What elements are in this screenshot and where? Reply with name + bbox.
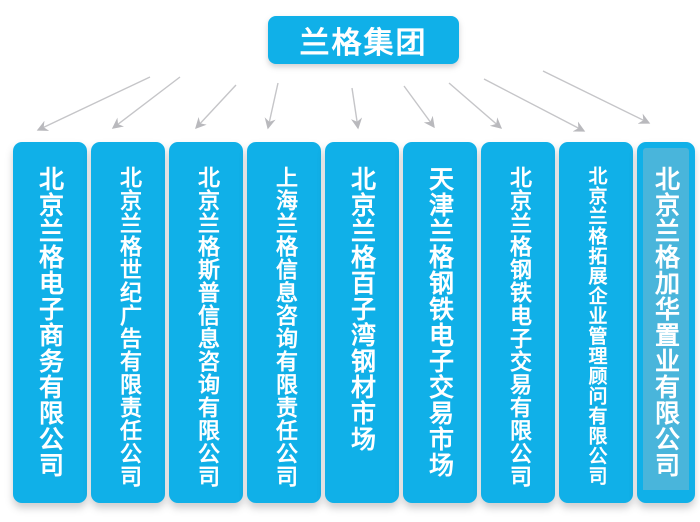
org-node-company-1: 北京兰格电子商务有限公司: [13, 142, 87, 503]
arrow-icon-group: [36, 70, 651, 132]
company-name: 北京兰格钢铁电子交易有限公司: [506, 166, 531, 488]
company-name: 北京兰格世纪广告有限责任公司: [116, 166, 141, 488]
org-node-company-7: 北京兰格钢铁电子交易有限公司: [481, 142, 555, 503]
org-root-node: 兰格集团: [268, 16, 459, 64]
org-node-company-6: 天津兰格钢铁电子交易市场: [403, 142, 477, 503]
company-name: 天津兰格钢铁电子交易市场: [425, 166, 455, 478]
org-node-company-5: 北京兰格百子湾钢材市场: [325, 142, 399, 503]
company-name: 上海兰格信息咨询有限责任公司: [272, 166, 297, 488]
company-name: 北京兰格拓展企业管理顾问有限公司: [585, 166, 608, 486]
company-name: 北京兰格斯普信息咨询有限公司: [194, 166, 219, 488]
org-node-company-4: 上海兰格信息咨询有限责任公司: [247, 142, 321, 503]
org-node-company-8: 北京兰格拓展企业管理顾问有限公司: [559, 142, 633, 503]
org-root-label: 兰格集团: [299, 26, 428, 61]
company-name: 北京兰格电子商务有限公司: [35, 166, 65, 478]
org-node-company-2: 北京兰格世纪广告有限责任公司: [91, 142, 165, 503]
org-node-company-3: 北京兰格斯普信息咨询有限公司: [169, 142, 243, 503]
company-name: 北京兰格加华置业有限公司: [651, 166, 681, 478]
org-node-company-9: 北京兰格加华置业有限公司: [637, 142, 695, 503]
company-name: 北京兰格百子湾钢材市场: [347, 166, 377, 452]
